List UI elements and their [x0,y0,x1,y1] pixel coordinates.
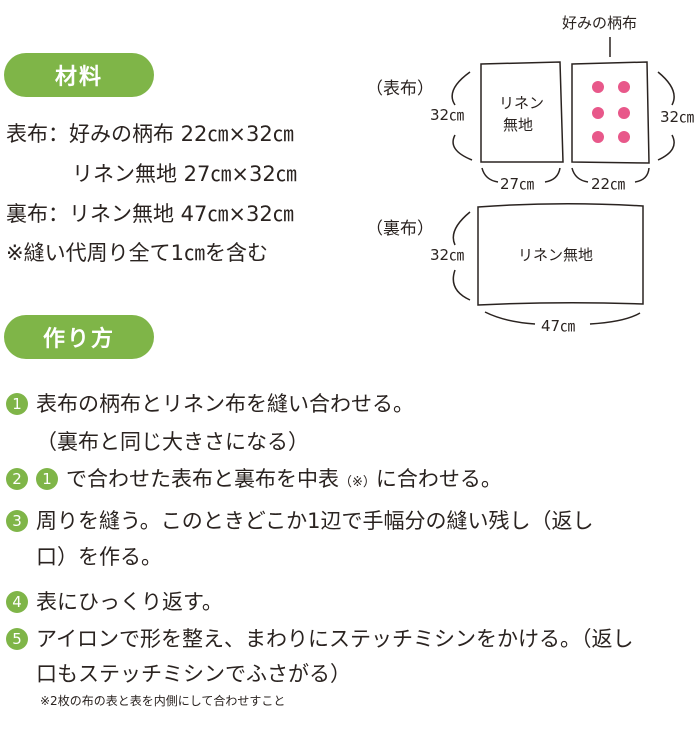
flower-icons [592,81,630,143]
pattern-label: 好みの柄布 [562,14,638,32]
dim-height-right: 32㎝ [660,108,695,126]
method-note: ※2枚の布の表と表を内側にして合わせすこと [40,694,286,708]
step-1-cont: （裏布と同じ大きさになる） [36,430,309,454]
material-note: ※縫い代周り全て1㎝を含む [6,241,268,265]
dim-width-back: 47㎝ [541,317,576,335]
linen-label: リネン [499,94,545,112]
step-5-cont: 口もステッチミシンでふさがる） [36,662,351,686]
back-label: （裏布） [366,219,434,239]
dim-width-linen: 27㎝ [500,175,535,193]
dim-width-pattern: 22㎝ [591,175,626,193]
material-back: 裏布：リネン無地 47㎝×32㎝ [6,202,294,226]
material-linen: リネン無地 27㎝×32㎝ [72,162,297,186]
material-front: 表布：好みの柄布 22㎝×32㎝ [6,122,294,146]
dim-height-back: 32㎝ [430,246,465,264]
linen-panel [480,61,564,163]
dim-height-left: 32㎝ [430,106,465,124]
linen-label-2: 無地 [503,116,534,134]
materials-heading: 材料 [4,53,154,97]
back-panel [477,202,644,306]
fabric-diagram [451,37,675,325]
pattern-panel [571,61,650,164]
back-linen-label: リネン無地 [518,246,594,264]
method-heading: 作り方 [4,315,154,359]
step-3-cont: 口）を作る。 [36,545,162,569]
front-label: （表布） [366,79,434,99]
